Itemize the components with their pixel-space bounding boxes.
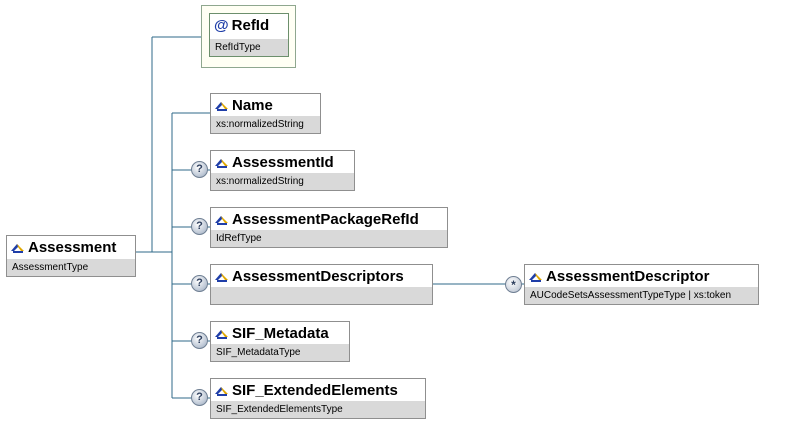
- element-node-sif-metadata[interactable]: SIF_Metadata SIF_MetadataType: [210, 321, 350, 362]
- optional-icon: ?: [191, 389, 208, 406]
- element-name: AssessmentPackageRefId: [232, 211, 419, 228]
- root-element-node[interactable]: Assessment AssessmentType: [6, 235, 136, 277]
- element-header: AssessmentPackageRefId: [211, 208, 447, 231]
- element-header: SIF_Metadata: [211, 322, 349, 345]
- element-type: SIF_ExtendedElementsType: [211, 401, 425, 418]
- element-name: SIF_Metadata: [232, 325, 329, 342]
- element-type: [211, 287, 432, 304]
- attribute-type: RefIdType: [210, 39, 288, 56]
- element-type: SIF_MetadataType: [211, 344, 349, 361]
- element-header: AssessmentDescriptor: [525, 265, 758, 288]
- element-icon: [215, 329, 228, 339]
- element-icon: [215, 386, 228, 396]
- element-icon: [215, 272, 228, 282]
- element-node-assessmentdescriptors[interactable]: AssessmentDescriptors: [210, 264, 433, 305]
- element-icon: [215, 215, 228, 225]
- element-node-assessmentdescriptor[interactable]: AssessmentDescriptor AUCodeSetsAssessmen…: [524, 264, 759, 305]
- element-header: Name: [211, 94, 320, 117]
- element-node-sif-extendedelements[interactable]: SIF_ExtendedElements SIF_ExtendedElement…: [210, 378, 426, 419]
- element-node-assessmentid[interactable]: AssessmentId xs:normalizedString: [210, 150, 355, 191]
- optional-icon: ?: [191, 218, 208, 235]
- attribute-at-icon: @: [214, 17, 229, 34]
- attribute-name: RefId: [231, 17, 270, 34]
- element-type: IdRefType: [211, 230, 447, 247]
- element-type: xs:normalizedString: [211, 173, 354, 190]
- element-type: xs:normalizedString: [211, 116, 320, 133]
- element-icon: [215, 101, 228, 111]
- element-name: AssessmentDescriptor: [546, 268, 710, 285]
- element-icon: [529, 272, 542, 282]
- attribute-header: @ RefId: [210, 14, 288, 37]
- element-node-name[interactable]: Name xs:normalizedString: [210, 93, 321, 134]
- attribute-node-refid[interactable]: @ RefId RefIdType: [209, 13, 289, 57]
- element-name: AssessmentId: [232, 154, 334, 171]
- optional-icon: ?: [191, 161, 208, 178]
- element-header: SIF_ExtendedElements: [211, 379, 425, 402]
- element-icon: [215, 158, 228, 168]
- element-header: AssessmentId: [211, 151, 354, 174]
- optional-icon: ?: [191, 275, 208, 292]
- element-name: AssessmentDescriptors: [232, 268, 404, 285]
- element-header: AssessmentDescriptors: [211, 265, 432, 288]
- root-element-name: Assessment: [28, 239, 117, 256]
- element-type: AUCodeSetsAssessmentTypeType | xs:token: [525, 287, 758, 304]
- element-name: Name: [232, 97, 273, 114]
- root-element-type: AssessmentType: [7, 259, 135, 276]
- root-element-header: Assessment: [7, 236, 135, 259]
- element-name: SIF_ExtendedElements: [232, 382, 398, 399]
- element-node-assessmentpackagerefid[interactable]: AssessmentPackageRefId IdRefType: [210, 207, 448, 248]
- multiplicity-icon: *: [505, 276, 522, 293]
- optional-icon: ?: [191, 332, 208, 349]
- element-icon: [11, 243, 24, 253]
